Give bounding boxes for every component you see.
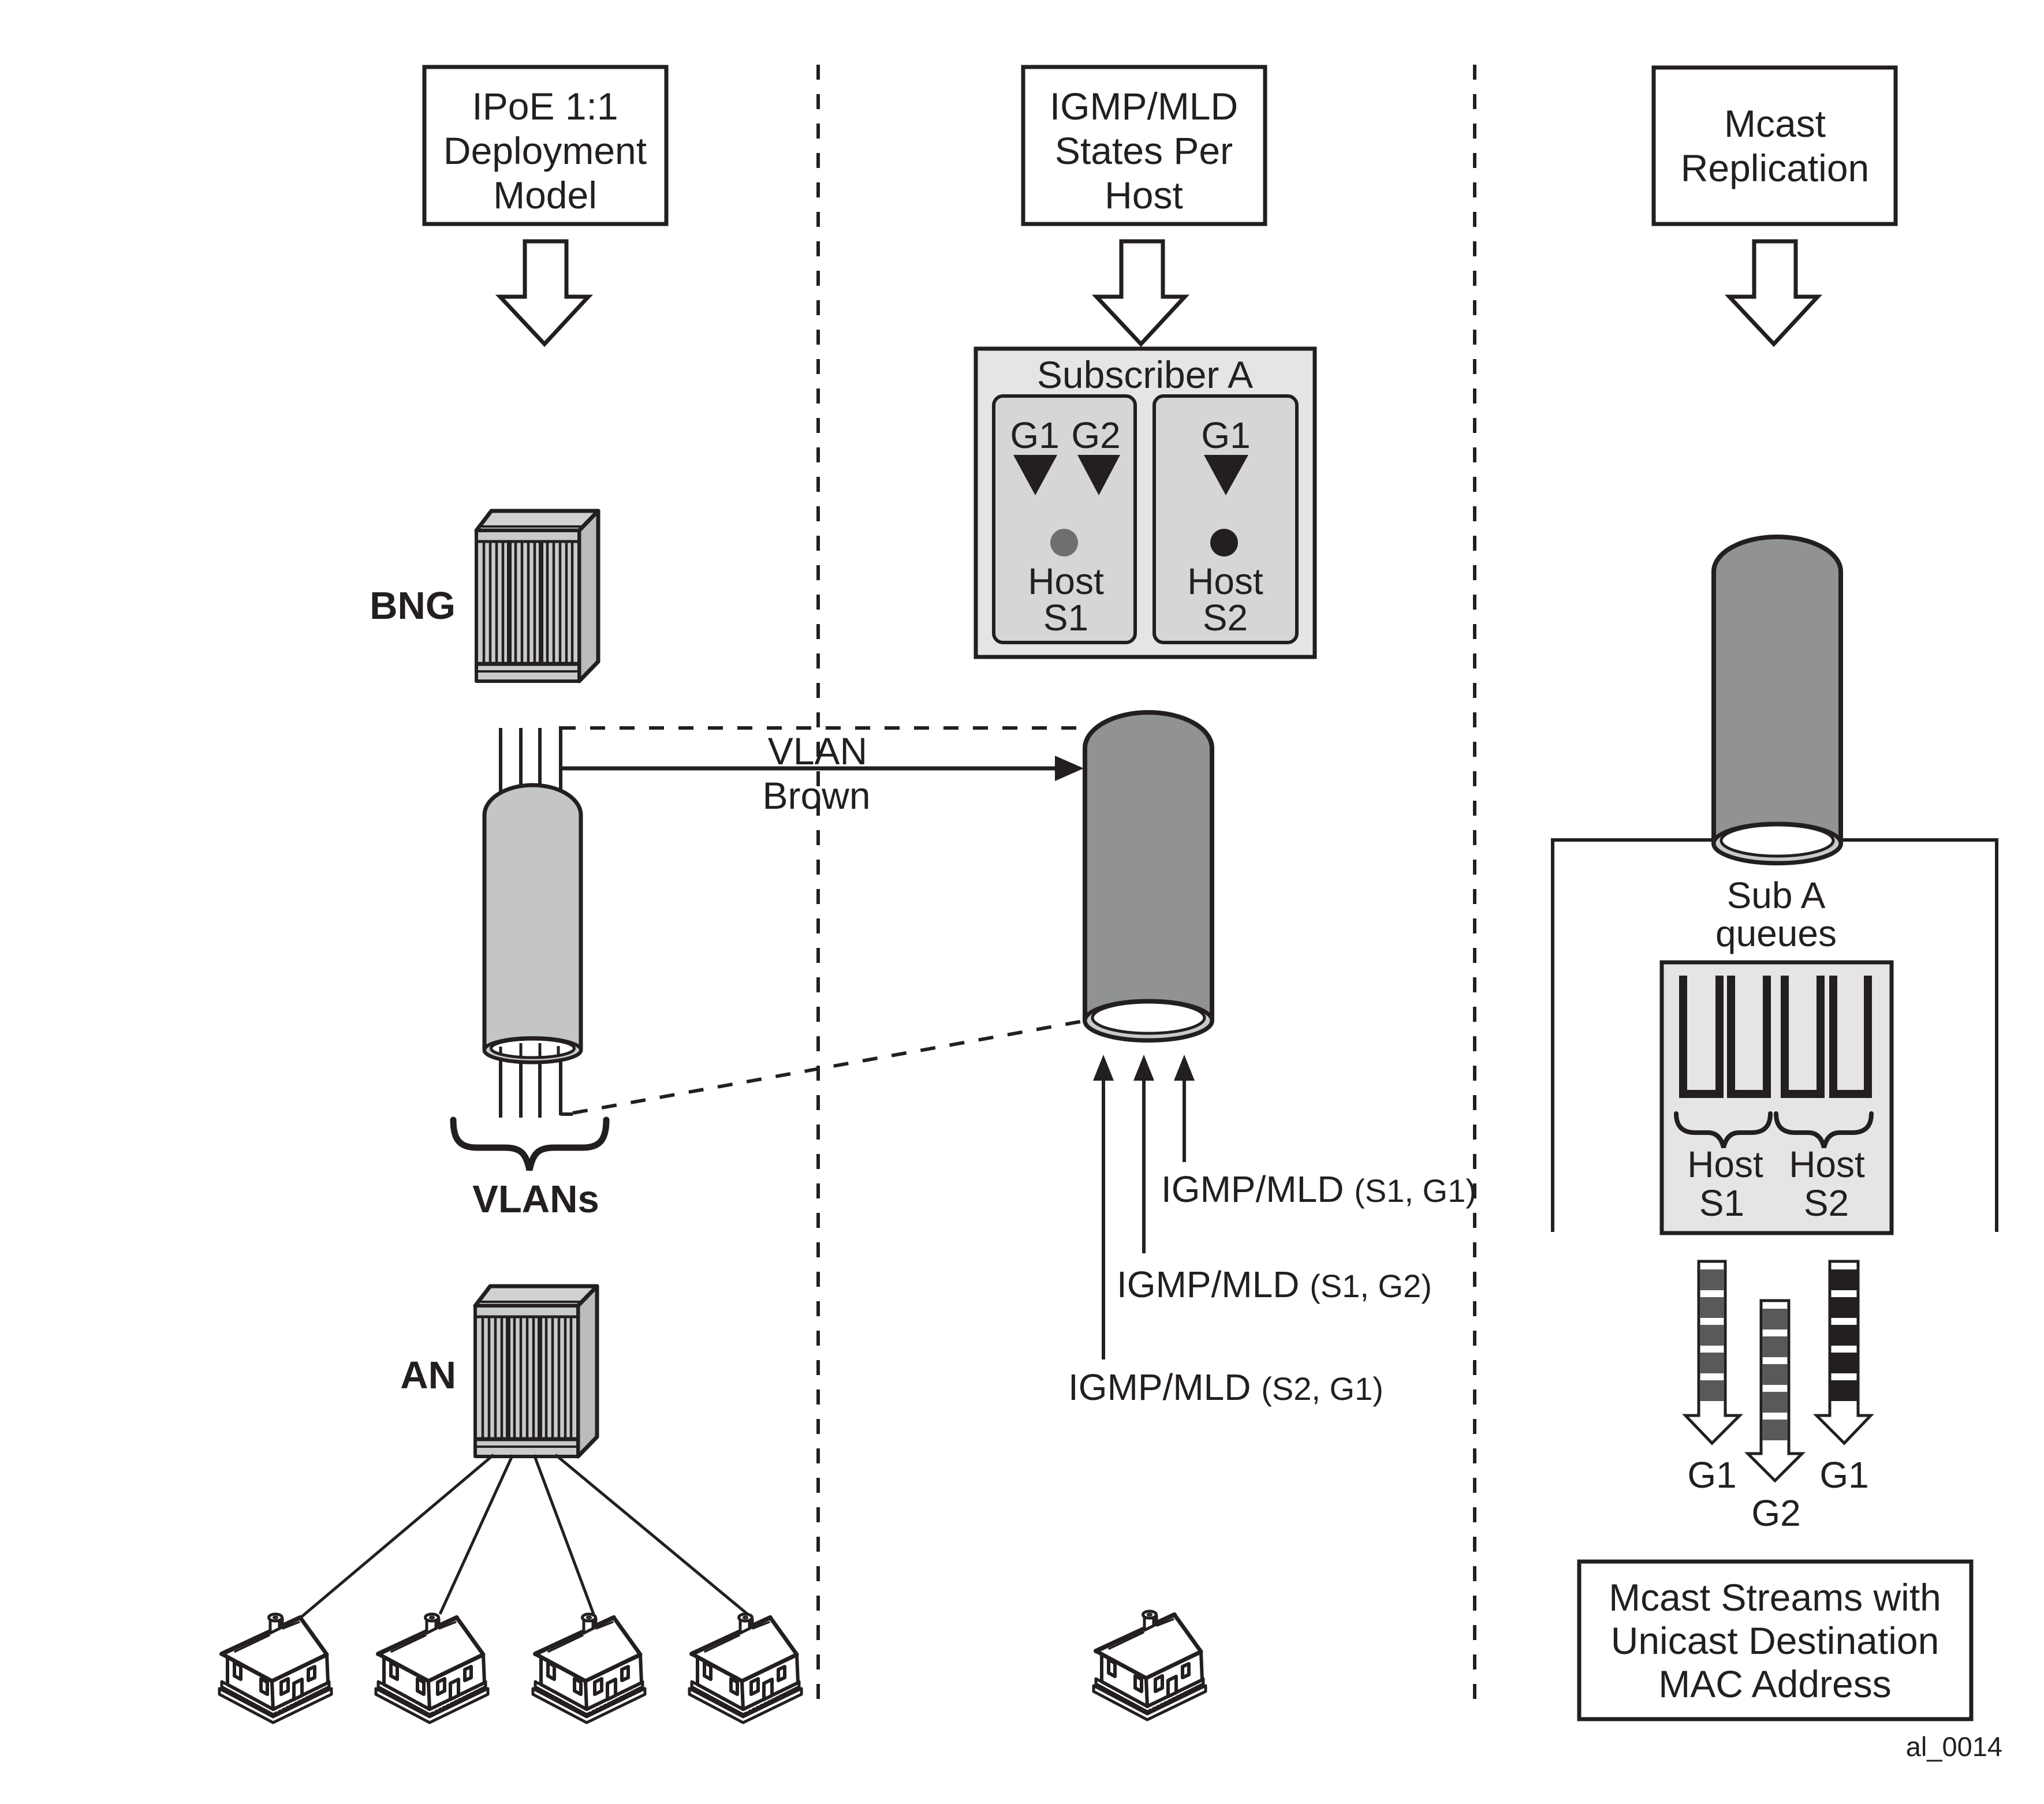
svg-text:G2: G2 [1071,414,1120,456]
svg-text:Deployment: Deployment [443,129,647,172]
svg-text:G1: G1 [1201,414,1250,456]
svg-text:Replication: Replication [1681,147,1870,189]
svg-text:IGMP/MLD (S1, G2): IGMP/MLD (S1, G2) [1117,1264,1432,1305]
svg-text:G1: G1 [1687,1454,1736,1496]
svg-text:Host: Host [1687,1144,1763,1185]
svg-text:Host: Host [1105,174,1183,216]
svg-text:queues: queues [1715,913,1837,954]
svg-text:G1: G1 [1819,1454,1868,1496]
svg-text:BNG: BNG [370,584,456,628]
svg-text:IPoE 1:1: IPoE 1:1 [472,85,618,128]
svg-text:AN: AN [400,1354,456,1397]
svg-text:Mcast Streams with: Mcast Streams with [1609,1576,1941,1619]
svg-text:Subscriber A: Subscriber A [1037,353,1253,396]
svg-text:VLANs: VLANs [472,1178,599,1221]
svg-text:Model: Model [493,174,597,216]
svg-text:al_0014: al_0014 [1906,1731,2002,1762]
svg-text:IGMP/MLD (S2, G1): IGMP/MLD (S2, G1) [1068,1366,1383,1408]
svg-text:MAC Address: MAC Address [1658,1663,1891,1705]
svg-text:Host: Host [1789,1144,1865,1185]
svg-text:G1: G1 [1010,414,1059,456]
svg-text:S1: S1 [1699,1182,1744,1224]
svg-text:IGMP/MLD (S1, G1): IGMP/MLD (S1, G1) [1161,1168,1476,1210]
svg-text:Host: Host [1187,561,1263,602]
svg-text:Unicast Destination: Unicast Destination [1611,1619,1939,1662]
svg-text:Host: Host [1028,561,1104,602]
svg-text:G2: G2 [1751,1492,1800,1534]
svg-text:VLAN: VLAN [768,730,867,772]
svg-text:S1: S1 [1043,597,1088,638]
svg-text:Sub A: Sub A [1727,875,1826,916]
svg-text:S2: S2 [1203,597,1248,638]
svg-text:Brown: Brown [762,774,870,817]
svg-text:States Per: States Per [1055,129,1233,172]
svg-text:S2: S2 [1804,1182,1849,1224]
svg-text:IGMP/MLD: IGMP/MLD [1050,85,1238,128]
svg-text:Mcast: Mcast [1724,102,1826,145]
